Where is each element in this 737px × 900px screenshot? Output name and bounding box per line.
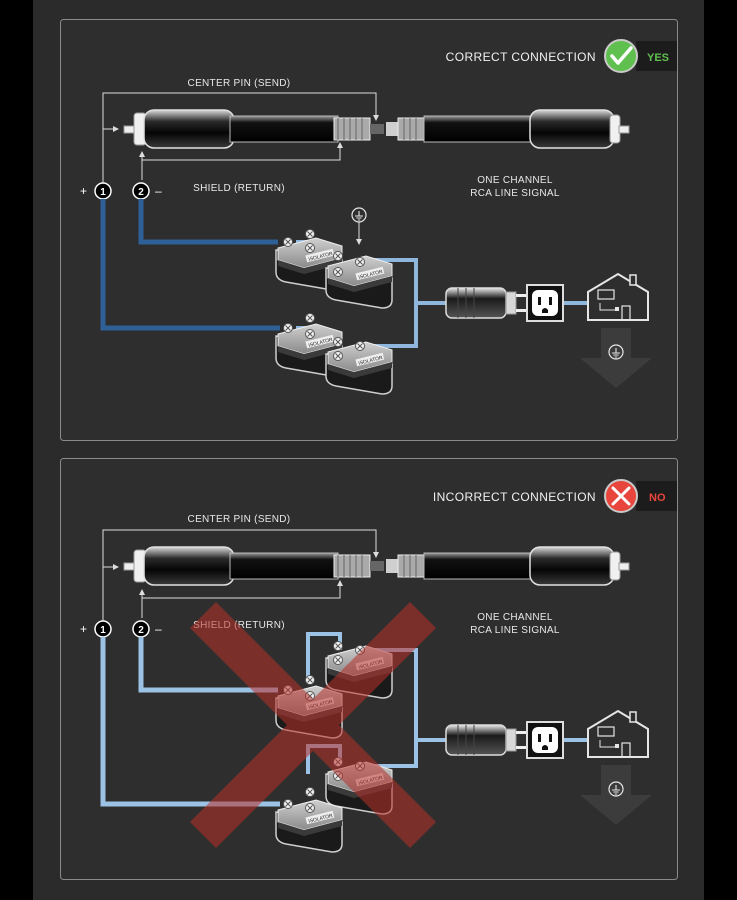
outlet-icon: [526, 284, 564, 322]
center-pin-label: CENTER PIN (SEND): [188, 514, 291, 525]
minus-sign: –: [155, 622, 162, 636]
pin-2-label: 2: [138, 187, 144, 198]
house-icon: [587, 709, 649, 758]
pin-1-label: 1: [100, 625, 106, 636]
minus-sign: –: [155, 184, 162, 198]
channel-label-line2: RCA LINE SIGNAL: [470, 188, 560, 199]
plus-sign: +: [80, 184, 87, 198]
status-badge: YES: [647, 52, 669, 64]
power-plug-icon: [445, 287, 526, 319]
house-icon: [587, 272, 649, 321]
channel-label-line1: ONE CHANNEL: [477, 612, 553, 623]
shield-label: SHIELD (RETURN): [193, 183, 285, 194]
plus-sign: +: [80, 622, 87, 636]
panel-correct: CORRECT CONNECTION YES CENTER PIN (SEND)…: [60, 19, 678, 441]
power-plug-icon: [445, 724, 526, 756]
status-label: INCORRECT CONNECTION: [433, 490, 596, 504]
check-icon: [604, 39, 638, 73]
rca-cable-icon: [123, 109, 630, 149]
pin-1-label: 1: [100, 187, 106, 198]
status-label: CORRECT CONNECTION: [446, 50, 596, 64]
rca-cable-icon: [123, 546, 630, 586]
pin-2-label: 2: [138, 625, 144, 636]
channel-label-line2: RCA LINE SIGNAL: [470, 625, 560, 636]
status-badge: NO: [649, 492, 666, 504]
wrong-cross-icon: [190, 602, 436, 848]
channel-label-line1: ONE CHANNEL: [477, 175, 553, 186]
x-icon: [604, 479, 638, 513]
panel-incorrect: INCORRECT CONNECTION NO CENTER PIN (SEND…: [60, 458, 678, 880]
outlet-icon: [526, 721, 564, 759]
center-pin-label: CENTER PIN (SEND): [188, 78, 291, 89]
